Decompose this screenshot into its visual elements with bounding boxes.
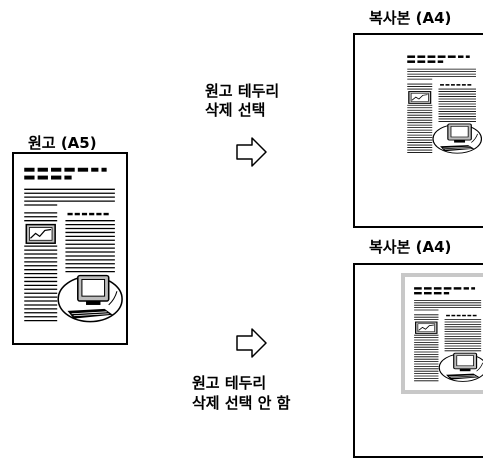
erase-option-line2: 삭제 선택 bbox=[205, 101, 266, 119]
original-page bbox=[12, 152, 128, 345]
erase-option-line1: 원고 테두리 bbox=[205, 82, 280, 100]
right-arrow-icon bbox=[236, 137, 267, 167]
right-arrow-icon bbox=[236, 328, 267, 358]
copy-top-label: 복사본 (A4) bbox=[369, 9, 452, 27]
no-erase-option-line2: 삭제 선택 안 함 bbox=[192, 394, 291, 412]
copy-page-top bbox=[353, 33, 483, 228]
copy-page-bottom bbox=[353, 263, 483, 458]
copy-bottom-label: 복사본 (A4) bbox=[369, 238, 452, 256]
no-erase-option-line1: 원고 테두리 bbox=[192, 374, 267, 392]
original-label: 원고 (A5) bbox=[28, 134, 97, 152]
